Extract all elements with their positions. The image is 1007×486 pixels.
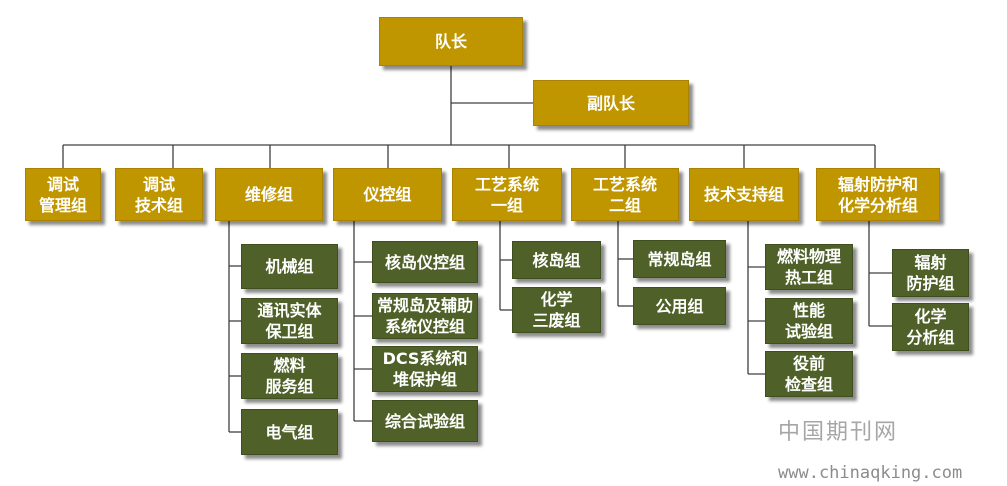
radiation-protection-subgroup: 辐射 防护组 xyxy=(892,249,969,297)
chemical-analysis-subgroup: 化学 分析组 xyxy=(892,303,969,351)
chemistry-waste-subgroup: 化学 三废组 xyxy=(512,287,601,333)
watermark-cn: 中国期刊网 xyxy=(778,420,899,445)
process-system-2-group: 工艺系统 二组 xyxy=(571,168,679,221)
dcs-reactor-protection-subgroup: DCS系统和 堆保护组 xyxy=(372,346,478,392)
mechanical-subgroup: 机械组 xyxy=(241,244,338,289)
watermark-url: www.chinaqking.com xyxy=(778,463,963,483)
conventional-island-ic-subgroup: 常规岛及辅助 系统仪控组 xyxy=(372,293,478,339)
nuclear-island-subgroup: 核岛组 xyxy=(512,241,601,279)
captain-box: 队长 xyxy=(379,17,523,66)
nuclear-island-ic-subgroup: 核岛仪控组 xyxy=(372,241,478,283)
utilities-subgroup: 公用组 xyxy=(633,287,726,325)
fuel-service-subgroup: 燃料 服务组 xyxy=(241,353,338,399)
fuel-physics-thermal-subgroup: 燃料物理 热工组 xyxy=(765,244,853,290)
vice-captain-box: 副队长 xyxy=(533,80,689,126)
integrated-test-subgroup: 综合试验组 xyxy=(372,400,478,442)
radiation-chemistry-group: 辐射防护和 化学分析组 xyxy=(816,168,940,221)
commissioning-technical-group: 调试 技术组 xyxy=(115,168,203,221)
conventional-island-subgroup: 常规岛组 xyxy=(633,240,726,278)
performance-test-subgroup: 性能 试验组 xyxy=(765,298,853,344)
technical-support-group: 技术支持组 xyxy=(689,168,799,221)
maintenance-group: 维修组 xyxy=(215,168,323,221)
instrument-control-group: 仪控组 xyxy=(333,168,442,221)
process-system-1-group: 工艺系统 一组 xyxy=(452,168,562,221)
communication-security-subgroup: 通讯实体 保卫组 xyxy=(241,298,338,344)
electrical-subgroup: 电气组 xyxy=(241,409,338,455)
commissioning-management-group: 调试 管理组 xyxy=(25,168,101,221)
preservice-inspection-subgroup: 役前 检查组 xyxy=(765,351,853,397)
